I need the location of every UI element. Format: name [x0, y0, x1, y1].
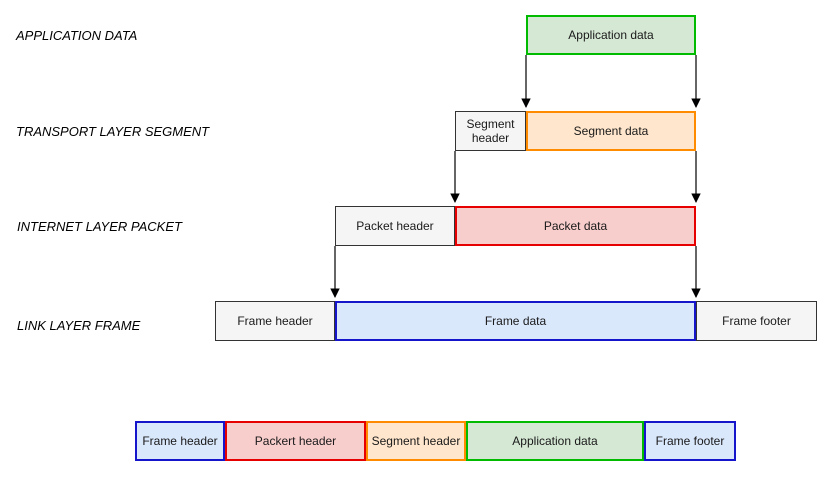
packet-data-box: Packet data	[455, 206, 696, 246]
application-data-box: Application data	[526, 15, 696, 55]
segment-data-box: Segment data	[526, 111, 696, 151]
assembled-frame-footer-box: Frame footer	[644, 421, 736, 461]
assembled-frame-header-box: Frame header	[135, 421, 225, 461]
frame-header-box: Frame header	[215, 301, 335, 341]
label-application-data: APPLICATION DATA	[16, 28, 138, 43]
packet-header-box: Packet header	[335, 206, 455, 246]
label-link-layer-frame: LINK LAYER FRAME	[17, 318, 141, 333]
assembled-application-data-box: Application data	[466, 421, 644, 461]
label-transport-layer-segment: TRANSPORT LAYER SEGMENT	[16, 124, 210, 139]
assembled-segment-header-box: Segment header	[366, 421, 466, 461]
segment-header-box: Segment header	[455, 111, 526, 151]
label-internet-layer-packet: INTERNET LAYER PACKET	[17, 219, 182, 234]
frame-footer-box: Frame footer	[696, 301, 817, 341]
assembled-packet-header-box: Packert header	[225, 421, 366, 461]
frame-data-box: Frame data	[335, 301, 696, 341]
